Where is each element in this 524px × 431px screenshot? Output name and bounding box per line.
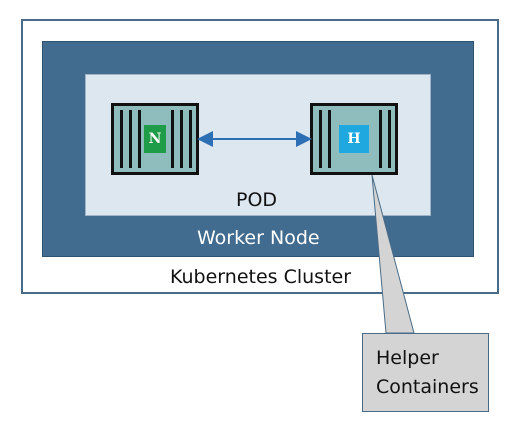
cluster-label: Kubernetes Cluster — [170, 266, 352, 288]
callout-text: Helper Containers — [376, 344, 479, 402]
container-h-badge: H — [339, 125, 369, 153]
main-container: N — [111, 103, 199, 175]
callout-line-2: Containers — [376, 376, 479, 398]
container-n-badge: N — [144, 125, 166, 153]
callout-box — [362, 333, 489, 412]
helper-container: H — [310, 103, 398, 175]
pod-label: POD — [236, 189, 278, 211]
container-bars — [114, 106, 196, 172]
container-bars — [313, 106, 395, 172]
worker-node-label: Worker Node — [197, 227, 320, 249]
callout-line-1: Helper — [376, 347, 439, 369]
